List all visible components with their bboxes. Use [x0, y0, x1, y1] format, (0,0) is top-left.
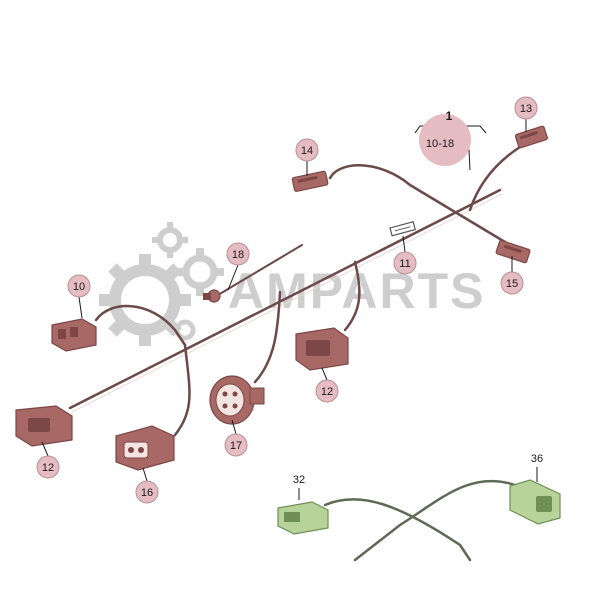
clip-11[interactable]	[389, 221, 416, 237]
wire-to-17	[253, 290, 282, 384]
wire-harness	[68, 145, 522, 562]
callout-text: 32	[293, 474, 305, 486]
callout-32: 32	[293, 474, 305, 486]
wire-18-sensor	[217, 244, 303, 296]
callout-16: 16	[135, 480, 159, 504]
callout-12-right: 12	[315, 379, 339, 403]
callout-text: 13	[520, 103, 532, 115]
callout-17: 17	[224, 433, 248, 457]
connector-13[interactable]	[514, 125, 548, 149]
watermark-gear-small-icon	[152, 222, 188, 258]
callout-text: 10	[73, 281, 85, 293]
wire-green-36	[353, 479, 517, 562]
connector-16[interactable]	[115, 425, 175, 471]
callout-text: 15	[506, 278, 518, 290]
callout-text: 18	[232, 249, 244, 261]
main-trunk-wire	[68, 188, 502, 410]
connector-32[interactable]	[277, 501, 329, 535]
callout-text: 36	[531, 453, 543, 465]
callout-text: 16	[141, 487, 153, 499]
callout-36: 36	[531, 453, 543, 465]
callout-18: 18	[226, 242, 250, 266]
callout-14: 14	[295, 138, 319, 162]
wire-to-10	[94, 304, 187, 347]
connector-12-left[interactable]	[15, 405, 73, 447]
connector-14[interactable]	[291, 170, 329, 192]
callout-text: 17	[230, 440, 242, 452]
callout-text: 12	[42, 462, 54, 474]
wire-14-to-15	[328, 164, 507, 244]
connector-36[interactable]	[509, 479, 561, 525]
sensor-18[interactable]	[203, 289, 221, 303]
connector-17[interactable]	[209, 375, 265, 425]
watermark: AMPARTS	[99, 222, 484, 346]
watermark-gear-mid-icon	[176, 248, 224, 296]
callout-text: 1	[446, 109, 453, 123]
callout-15: 15	[500, 271, 524, 295]
callout-10-18: 1 10-18	[419, 109, 471, 166]
callout-text: 14	[301, 145, 313, 157]
callout-13: 13	[514, 96, 538, 120]
wire-to-13	[468, 145, 522, 212]
watermark-gear-tiny-icon	[174, 319, 196, 341]
callout-12-left: 12	[36, 455, 60, 479]
wire-to-16	[173, 343, 191, 437]
connector-10[interactable]	[51, 318, 97, 352]
wire-green-32	[323, 498, 472, 562]
wire-to-12-right	[343, 260, 361, 332]
callout-text: 11	[399, 258, 410, 270]
callout-10: 10	[67, 274, 91, 298]
callout-text: 12	[321, 386, 333, 398]
callout-text: 10-18	[426, 138, 454, 150]
main-trunk-wire-inner	[71, 193, 503, 413]
connector-12-right[interactable]	[295, 327, 349, 371]
connector-15[interactable]	[495, 239, 531, 264]
callout-11: 11	[393, 251, 417, 275]
